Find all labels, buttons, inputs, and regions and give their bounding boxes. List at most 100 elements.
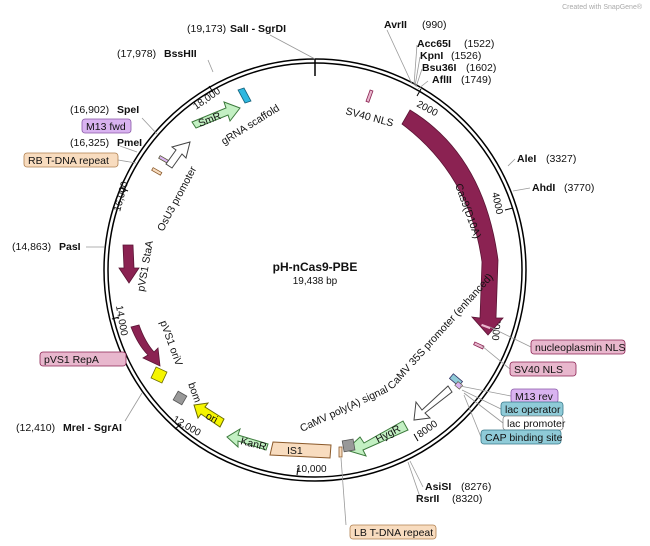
- tick-label-10000: 10,000: [296, 464, 327, 475]
- site-pos: (1602): [466, 62, 496, 74]
- label-cap-binding-site[interactable]: CAP binding site: [480, 429, 563, 445]
- osu3-label: OsU3 promoter: [155, 164, 200, 233]
- pvs1-oriv-feature[interactable]: [150, 366, 168, 384]
- svg-text:RB T-DNA repeat: RB T-DNA repeat: [28, 155, 109, 167]
- connector-lines: [86, 29, 532, 526]
- svg-text:CAP binding site: CAP binding site: [485, 432, 563, 444]
- m13-rev-mark[interactable]: [454, 381, 464, 390]
- site-alei[interactable]: AleI (3327): [517, 153, 576, 165]
- svg-text:nucleoplasmin NLS: nucleoplasmin NLS: [535, 342, 625, 354]
- site-pos: (8320): [452, 493, 482, 505]
- pvs1-staa-label: pVS1 StaA: [135, 240, 156, 293]
- site-asisi[interactable]: AsiSI (8276): [425, 481, 491, 493]
- label-pvs1-repa[interactable]: pVS1 RepA: [39, 351, 127, 367]
- site-name: SpeI: [117, 104, 139, 116]
- label-sv40-nls[interactable]: SV40 NLS: [509, 361, 577, 377]
- site-bsu36i[interactable]: Bsu36I (1602): [422, 62, 496, 74]
- site-bsshii[interactable]: (17,978) BssHII: [117, 48, 197, 60]
- site-pos: (16,325): [70, 137, 109, 149]
- rb-tdna-mark[interactable]: [151, 167, 163, 176]
- site-spei[interactable]: (16,902) SpeI: [70, 104, 139, 116]
- site-pos: (3770): [564, 182, 594, 194]
- bom-label: bom: [185, 381, 203, 405]
- camv35s-feature[interactable]: [413, 385, 453, 421]
- is1-label: IS1: [287, 445, 303, 457]
- tick-label-18000: 18,000: [191, 86, 223, 113]
- label-lac-operator[interactable]: lac operator: [500, 401, 564, 417]
- ori-feature[interactable]: [193, 402, 225, 428]
- svg-text:M13 rev: M13 rev: [515, 391, 554, 403]
- site-acc65i[interactable]: Acc65I (1522): [417, 38, 494, 50]
- smr-feature[interactable]: [191, 101, 241, 129]
- pvs1-oriv-label: pVS1 oriV: [157, 319, 184, 368]
- site-aflii[interactable]: AflII (1749): [432, 74, 491, 86]
- site-name: AhdI: [532, 182, 555, 194]
- label-m13-rev[interactable]: M13 rev: [510, 388, 559, 404]
- sv40-nls-mark-bottom[interactable]: [473, 341, 485, 350]
- site-name: RsrII: [416, 493, 439, 505]
- svg-text:pVS1 RepA: pVS1 RepA: [44, 354, 99, 366]
- site-pmei[interactable]: (16,325) PmeI: [70, 137, 142, 149]
- bom-feature[interactable]: [172, 390, 188, 406]
- site-name: AleI: [517, 153, 536, 165]
- site-name: AflII: [432, 74, 452, 86]
- sv40-nls-mark-top[interactable]: [365, 89, 374, 103]
- tick-label-14000: 14,000: [113, 305, 129, 337]
- lb-tdna-mark[interactable]: [338, 446, 343, 458]
- tick-label-16000: 16,000: [112, 180, 131, 213]
- site-pos: (17,978): [117, 48, 156, 60]
- svg-text:lac operator: lac operator: [505, 404, 561, 416]
- sv40-nls-ring-label: SV40 NLS: [344, 105, 394, 129]
- site-kpni[interactable]: KpnI (1526): [420, 50, 481, 62]
- site-name: SalI - SgrDI: [230, 23, 286, 35]
- site-pos: (16,902): [70, 104, 109, 116]
- site-salI[interactable]: (19,173) SalI - SgrDI: [187, 23, 286, 35]
- plasmid-size: 19,438 bp: [293, 276, 338, 287]
- svg-text:LB T-DNA repeat: LB T-DNA repeat: [354, 527, 433, 539]
- site-pos: (14,863): [12, 241, 51, 253]
- svg-text:lac promoter: lac promoter: [507, 418, 566, 430]
- site-pasi[interactable]: (14,863) PasI: [12, 241, 81, 253]
- tick-label-4000: 4000: [489, 191, 504, 215]
- site-pos: (8276): [461, 481, 491, 493]
- label-lac-promoter[interactable]: lac promoter: [502, 415, 566, 431]
- site-name: Acc65I: [417, 38, 451, 50]
- site-pos: (1526): [451, 50, 481, 62]
- kanr-feature[interactable]: [226, 427, 269, 451]
- label-lb-tdna[interactable]: LB T-DNA repeat: [349, 524, 437, 540]
- label-m13-fwd[interactable]: M13 fwd: [81, 118, 132, 134]
- site-name: Bsu36I: [422, 62, 457, 74]
- smr-label: SmR: [197, 110, 224, 130]
- pvs1-staa-feature[interactable]: [118, 244, 140, 284]
- nucleoplasmin-mark[interactable]: [480, 322, 492, 331]
- osu3-feature[interactable]: [165, 141, 191, 169]
- site-pos: (12,410): [16, 422, 55, 434]
- site-mrei[interactable]: (12,410) MreI - SgrAI: [16, 422, 122, 434]
- site-name: KpnI: [420, 50, 443, 62]
- site-name: AsiSI: [425, 481, 451, 493]
- label-rb-tdna[interactable]: RB T-DNA repeat: [23, 152, 119, 168]
- camv35s-label: CaMV 35S promoter (enhanced): [385, 271, 495, 392]
- hygr-feature[interactable]: [345, 420, 409, 457]
- site-ahdi[interactable]: AhdI (3770): [532, 182, 594, 194]
- site-pos: (3327): [546, 153, 576, 165]
- label-nucleoplasmin-nls[interactable]: nucleoplasmin NLS: [530, 339, 625, 355]
- pvs1-repa-feature[interactable]: [130, 324, 161, 367]
- ori-label: ori: [204, 410, 220, 426]
- grna-feature[interactable]: [237, 87, 252, 104]
- site-name: PasI: [59, 241, 81, 253]
- site-rsrii[interactable]: RsrII (8320): [416, 493, 482, 505]
- cas9-feature[interactable]: [401, 109, 504, 336]
- is1-feature[interactable]: [269, 441, 332, 459]
- kanr-label: KanR: [239, 435, 268, 453]
- site-name: AvrII: [384, 19, 407, 31]
- site-name: PmeI: [117, 137, 142, 149]
- camv-polya-feature[interactable]: [341, 438, 356, 453]
- site-avrii[interactable]: AvrII (990): [384, 19, 447, 31]
- camv-polya-label: CaMV poly(A) signal: [298, 383, 390, 434]
- site-pos: (1749): [461, 74, 491, 86]
- plasmid-name: pH-nCas9-PBE: [273, 260, 358, 274]
- svg-text:M13 fwd: M13 fwd: [86, 121, 126, 133]
